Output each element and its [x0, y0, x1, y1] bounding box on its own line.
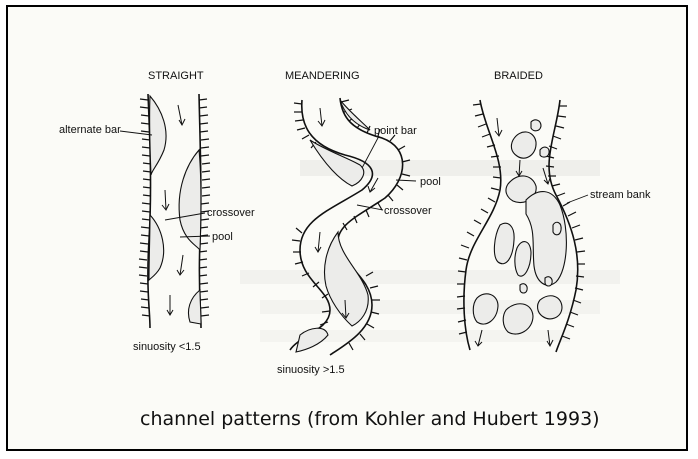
braided-bar-8	[553, 222, 561, 235]
straight-alternate-bar-middle	[179, 150, 201, 250]
label-alternate-bar: alternate bar	[59, 124, 121, 136]
straight-alternate-bar-bottom	[188, 290, 201, 324]
straight-title: STRAIGHT	[148, 70, 204, 82]
label-point-bar: point bar	[374, 125, 417, 137]
figure-caption: channel patterns (from Kohler and Hubert…	[140, 408, 600, 430]
meandering-left-hatch	[292, 103, 330, 325]
braided-bar-11	[538, 296, 562, 319]
braided-bar-1	[511, 132, 536, 158]
label-straight-pool: pool	[212, 231, 233, 243]
label-straight-crossover: crossover	[207, 207, 255, 219]
label-stream-bank: stream bank	[590, 189, 651, 201]
braided-bar-9	[473, 294, 498, 324]
straight-alternate-bar-lower	[149, 215, 164, 280]
braided-leader-line	[567, 195, 588, 203]
meandering-title: MEANDERING	[285, 70, 360, 82]
braided-bar-2	[531, 120, 541, 131]
braided-bar-10	[503, 304, 533, 334]
braided-bar-13	[545, 277, 552, 286]
label-meandering-crossover: crossover	[384, 205, 432, 217]
braided-bar-3	[540, 147, 549, 157]
braided-channel: BRAIDED	[457, 70, 651, 352]
braided-bar-12	[520, 284, 527, 293]
label-meandering-pool: pool	[420, 176, 441, 188]
label-straight-sinuosity: sinuosity <1.5	[133, 341, 201, 353]
braided-title: BRAIDED	[494, 70, 543, 82]
straight-channel: STRAIGHT	[59, 70, 255, 353]
label-meandering-sinuosity: sinuosity >1.5	[277, 364, 345, 376]
straight-alternate-bar-upper	[150, 96, 166, 175]
braided-bar-6	[494, 223, 514, 263]
